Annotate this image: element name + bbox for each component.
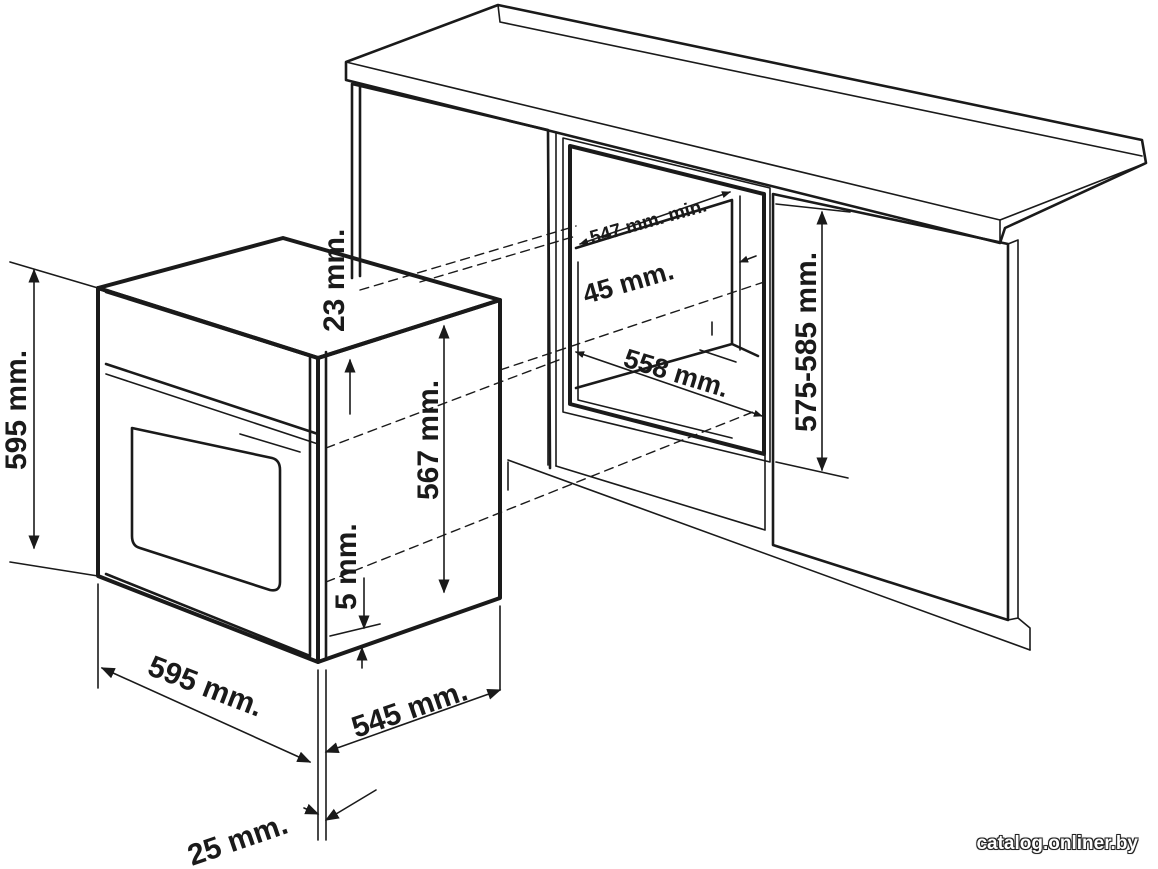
dimension-lines	[9, 191, 851, 841]
countertop	[344, 3, 1148, 245]
alignment-lines	[325, 225, 771, 583]
niche-depth-arrow	[575, 351, 763, 417]
oven-width-arrow	[100, 667, 312, 763]
oven-window	[130, 426, 282, 592]
label-oven-width: 595 mm.	[143, 650, 267, 724]
rear-gap-arrow	[739, 255, 757, 263]
niche-opening	[568, 144, 766, 456]
kitchen-cabinet	[344, 3, 1148, 651]
oven-side	[316, 298, 502, 664]
niche-width-arrow	[579, 191, 731, 245]
left-cabinet	[350, 82, 552, 470]
label-niche-depth: 558 mm.	[620, 343, 732, 403]
label-body-height: 567 mm.	[412, 380, 445, 500]
label-top-offset: 23 mm.	[318, 229, 351, 332]
oven-depth-arrow	[324, 688, 502, 754]
label-oven-height: 595 mm.	[0, 350, 33, 470]
label-niche-height: 575-585 mm.	[790, 252, 823, 432]
watermark: catalog.onliner.by	[976, 833, 1138, 854]
label-bottom-offset: 5 mm.	[330, 523, 363, 610]
label-front-depth: 25 mm.	[184, 808, 293, 869]
label-rear-gap: 45 mm.	[579, 255, 677, 309]
control-panel	[104, 362, 320, 436]
label-niche-width: 547 mm. min.	[588, 195, 710, 248]
label-oven-depth: 545 mm.	[348, 674, 472, 744]
plinth	[507, 454, 1031, 651]
oven-top	[96, 236, 502, 360]
front-depth-arrow	[324, 789, 377, 821]
oven	[96, 236, 502, 664]
